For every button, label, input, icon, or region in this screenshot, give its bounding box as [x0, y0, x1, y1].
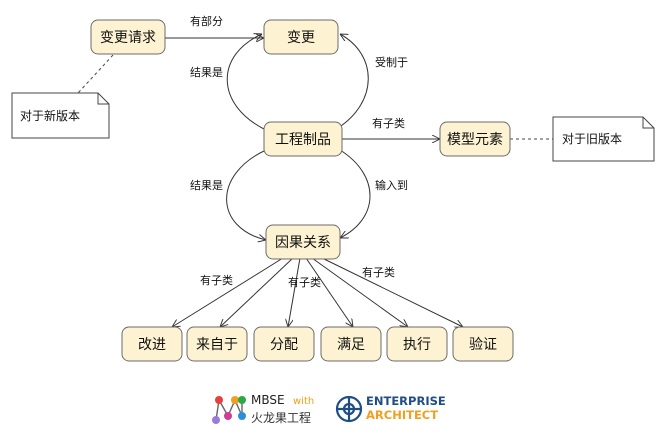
mbse-molecule-icon — [212, 396, 246, 424]
edge-label-subtype-left: 有子类 — [200, 273, 233, 287]
node-label: 变更 — [287, 30, 315, 46]
node-label: 模型元素 — [447, 132, 503, 148]
edge-subtype-satisfy — [305, 257, 353, 327]
edge-subtype-execute — [311, 257, 408, 327]
node-label: 变更请求 — [100, 30, 156, 46]
edge-subtype-allocate — [288, 257, 301, 327]
ea-emblem-icon — [335, 395, 363, 423]
node-label: 工程制品 — [275, 132, 331, 148]
node-work-product[interactable]: 工程制品 — [263, 121, 343, 157]
node-label: 验证 — [469, 337, 497, 353]
edge-label-constrained-by: 受制于 — [375, 56, 408, 69]
mbse-text: MBSE — [251, 393, 285, 407]
edge-label-subtype-right: 有子类 — [362, 265, 395, 279]
mbse-with-text: with — [293, 396, 314, 407]
edge-label-subtype-model: 有子类 — [372, 116, 405, 130]
node-improve[interactable]: 改进 — [121, 326, 183, 362]
node-change-request[interactable]: 变更请求 — [90, 19, 166, 55]
edges: 有部分 结果是 受制于 有子类 结果是 输入到 有子类 有子类 有子类 — [77, 14, 553, 327]
edge-label-result-change: 结果是 — [190, 66, 223, 79]
enterprise-architect-logo: ENTERPRISE ARCHITECT — [335, 394, 446, 423]
note-old-version: 对于旧版本 — [552, 116, 655, 162]
node-label: 满足 — [337, 337, 365, 353]
edge-subtype-derive — [220, 257, 294, 327]
edge-label-result-causality: 结果是 — [190, 179, 223, 192]
node-label: 因果关系 — [275, 235, 331, 251]
mbse-cn-text: 火龙果工程 — [251, 410, 311, 425]
edge-subtype-verify — [321, 257, 463, 327]
node-change[interactable]: 变更 — [263, 19, 339, 55]
node-causality[interactable]: 因果关系 — [265, 224, 341, 260]
note-text: 对于新版本 — [20, 108, 80, 123]
node-label: 来自于 — [196, 337, 238, 353]
node-label: 执行 — [403, 337, 431, 353]
node-label: 改进 — [138, 337, 166, 353]
note-new-version: 对于新版本 — [11, 92, 110, 139]
edge-input-to — [340, 149, 371, 238]
node-verify[interactable]: 验证 — [452, 326, 514, 362]
edge-constrained-by — [337, 34, 369, 129]
edge-label-subtype-mid: 有子类 — [288, 275, 321, 289]
node-label: 分配 — [270, 337, 298, 353]
mbse-logo: MBSE with 火龙果工程 — [212, 393, 314, 425]
edge-result-causality — [226, 149, 266, 240]
ea-text-line1: ENTERPRISE — [366, 394, 446, 408]
node-satisfy[interactable]: 满足 — [320, 326, 382, 362]
edge-result-change — [226, 34, 267, 131]
note-text: 对于旧版本 — [562, 132, 622, 146]
edge-label-input-to: 输入到 — [375, 178, 408, 192]
edge-subtype-improve — [172, 257, 284, 327]
node-execute[interactable]: 执行 — [386, 326, 448, 362]
node-allocate[interactable]: 分配 — [253, 326, 315, 362]
note-link-new — [77, 54, 114, 94]
node-model-element[interactable]: 模型元素 — [439, 121, 511, 157]
ea-text-line2: ARCHITECT — [366, 408, 438, 422]
edge-label-has-part: 有部分 — [190, 14, 223, 28]
node-derive[interactable]: 来自于 — [186, 326, 248, 362]
